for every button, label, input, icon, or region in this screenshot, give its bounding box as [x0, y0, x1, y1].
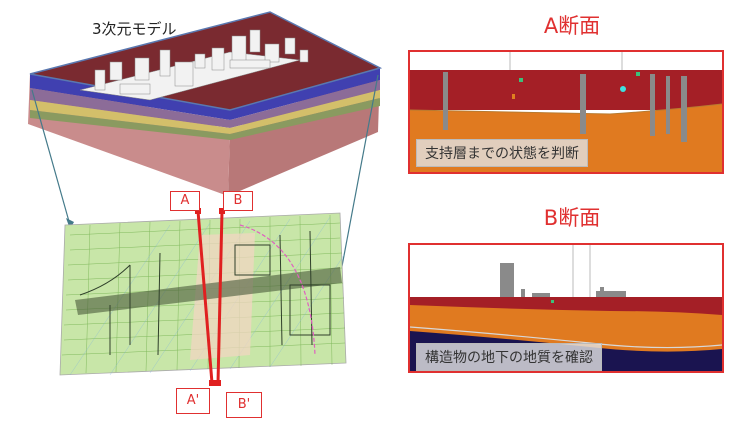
- section-b-title: B断面: [543, 206, 601, 230]
- ground-structures: [500, 263, 626, 297]
- layer-green: [30, 98, 380, 140]
- pile-foundations: [443, 72, 687, 142]
- marker-a-bottom: A': [176, 388, 210, 414]
- section-line-b: [216, 210, 224, 384]
- section-lines: [195, 208, 225, 386]
- layer-blue: [30, 68, 380, 120]
- model-title: 3次元モデル: [92, 20, 177, 38]
- marker-b-bottom: B': [226, 392, 262, 418]
- city-buildings: [79, 29, 309, 101]
- section-b-panel: 構造物の地下の地質を確認: [408, 243, 724, 373]
- layer-yellow: [30, 90, 380, 134]
- section-b-caption: 構造物の地下の地質を確認: [416, 343, 602, 371]
- layer-purple: [30, 80, 380, 128]
- section-a-title: A断面: [543, 14, 601, 38]
- 3d-model-block: [28, 11, 383, 196]
- marker-b-top: B: [223, 191, 253, 211]
- section-a-caption: 支持層までの状態を判断: [416, 139, 588, 167]
- section-a-panel: 支持層までの状態を判断: [408, 50, 724, 174]
- section-line-a: [196, 210, 214, 384]
- plan-view-map: [59, 212, 347, 376]
- marker-a-top: A: [170, 191, 200, 211]
